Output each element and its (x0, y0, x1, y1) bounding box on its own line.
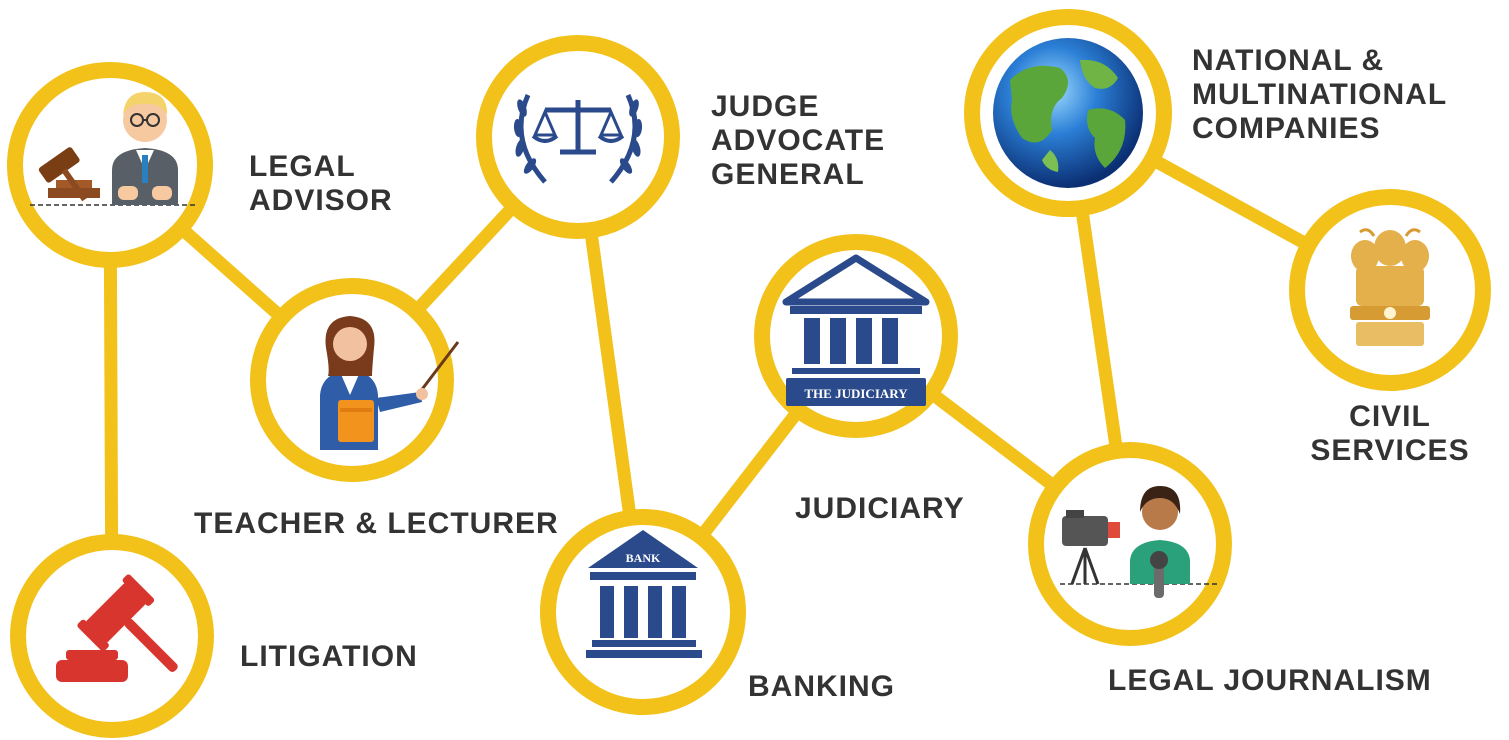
label-line: LITIGATION (240, 640, 418, 673)
label-teacher-lecturer: TEACHER & LECTURER (194, 507, 559, 541)
label-line: JUDGE (711, 90, 820, 123)
label-judiciary: JUDICIARY (795, 492, 965, 526)
label-line: JUDICIARY (795, 492, 965, 525)
bank-building-icon (586, 530, 702, 658)
national-emblem-icon (1350, 228, 1430, 346)
node-legal-advisor (7, 62, 213, 268)
label-line: ADVOCATE (711, 124, 886, 157)
gavel-icon (56, 574, 178, 682)
label-line: LEGAL JOURNALISM (1108, 664, 1432, 697)
scales-with-laurel-icon (513, 93, 643, 184)
label-line: BANKING (748, 670, 895, 703)
node-judiciary: THE JUDICIARY (754, 234, 958, 438)
label-line: NATIONAL & (1192, 44, 1385, 77)
lawyer-with-gavel-icon (30, 92, 195, 206)
teacher-with-pointer-icon (320, 316, 460, 450)
reporter-with-camera-icon (1060, 486, 1220, 598)
label-line: CIVIL (1349, 400, 1431, 433)
label-line: COMPANIES (1192, 112, 1381, 145)
label-line: ADVISOR (249, 184, 393, 217)
bank-icon-text: BANK (626, 551, 661, 565)
label-national-multinational-companies: NATIONAL & MULTINATIONAL COMPANIES (1192, 44, 1447, 146)
label-line: TEACHER & LECTURER (194, 507, 559, 540)
career-nodes: THE JUDICIARY (7, 9, 1491, 738)
node-civil-services (1289, 189, 1491, 391)
label-line: MULTINATIONAL (1192, 78, 1448, 111)
label-legal-advisor: LEGAL ADVISOR (249, 150, 393, 218)
node-legal-journalism (1028, 442, 1232, 646)
globe-icon (993, 38, 1143, 188)
courthouse-icon (782, 254, 930, 406)
label-litigation: LITIGATION (240, 640, 418, 674)
label-civil-services: CIVIL SERVICES (1300, 400, 1480, 468)
label-legal-journalism: LEGAL JOURNALISM (1108, 664, 1432, 698)
label-judge-advocate-general: JUDGE ADVOCATE GENERAL (711, 90, 885, 192)
judiciary-icon-text: THE JUDICIARY (804, 386, 908, 401)
label-banking: BANKING (748, 670, 895, 704)
label-line: LEGAL (249, 150, 356, 183)
label-line: GENERAL (711, 158, 865, 191)
node-national-multinational-companies (964, 9, 1172, 217)
node-teacher-lecturer (250, 278, 460, 482)
node-banking: BANK (540, 509, 746, 715)
node-litigation (10, 534, 214, 738)
node-judge-advocate-general (476, 35, 680, 239)
label-line: SERVICES (1310, 434, 1470, 467)
